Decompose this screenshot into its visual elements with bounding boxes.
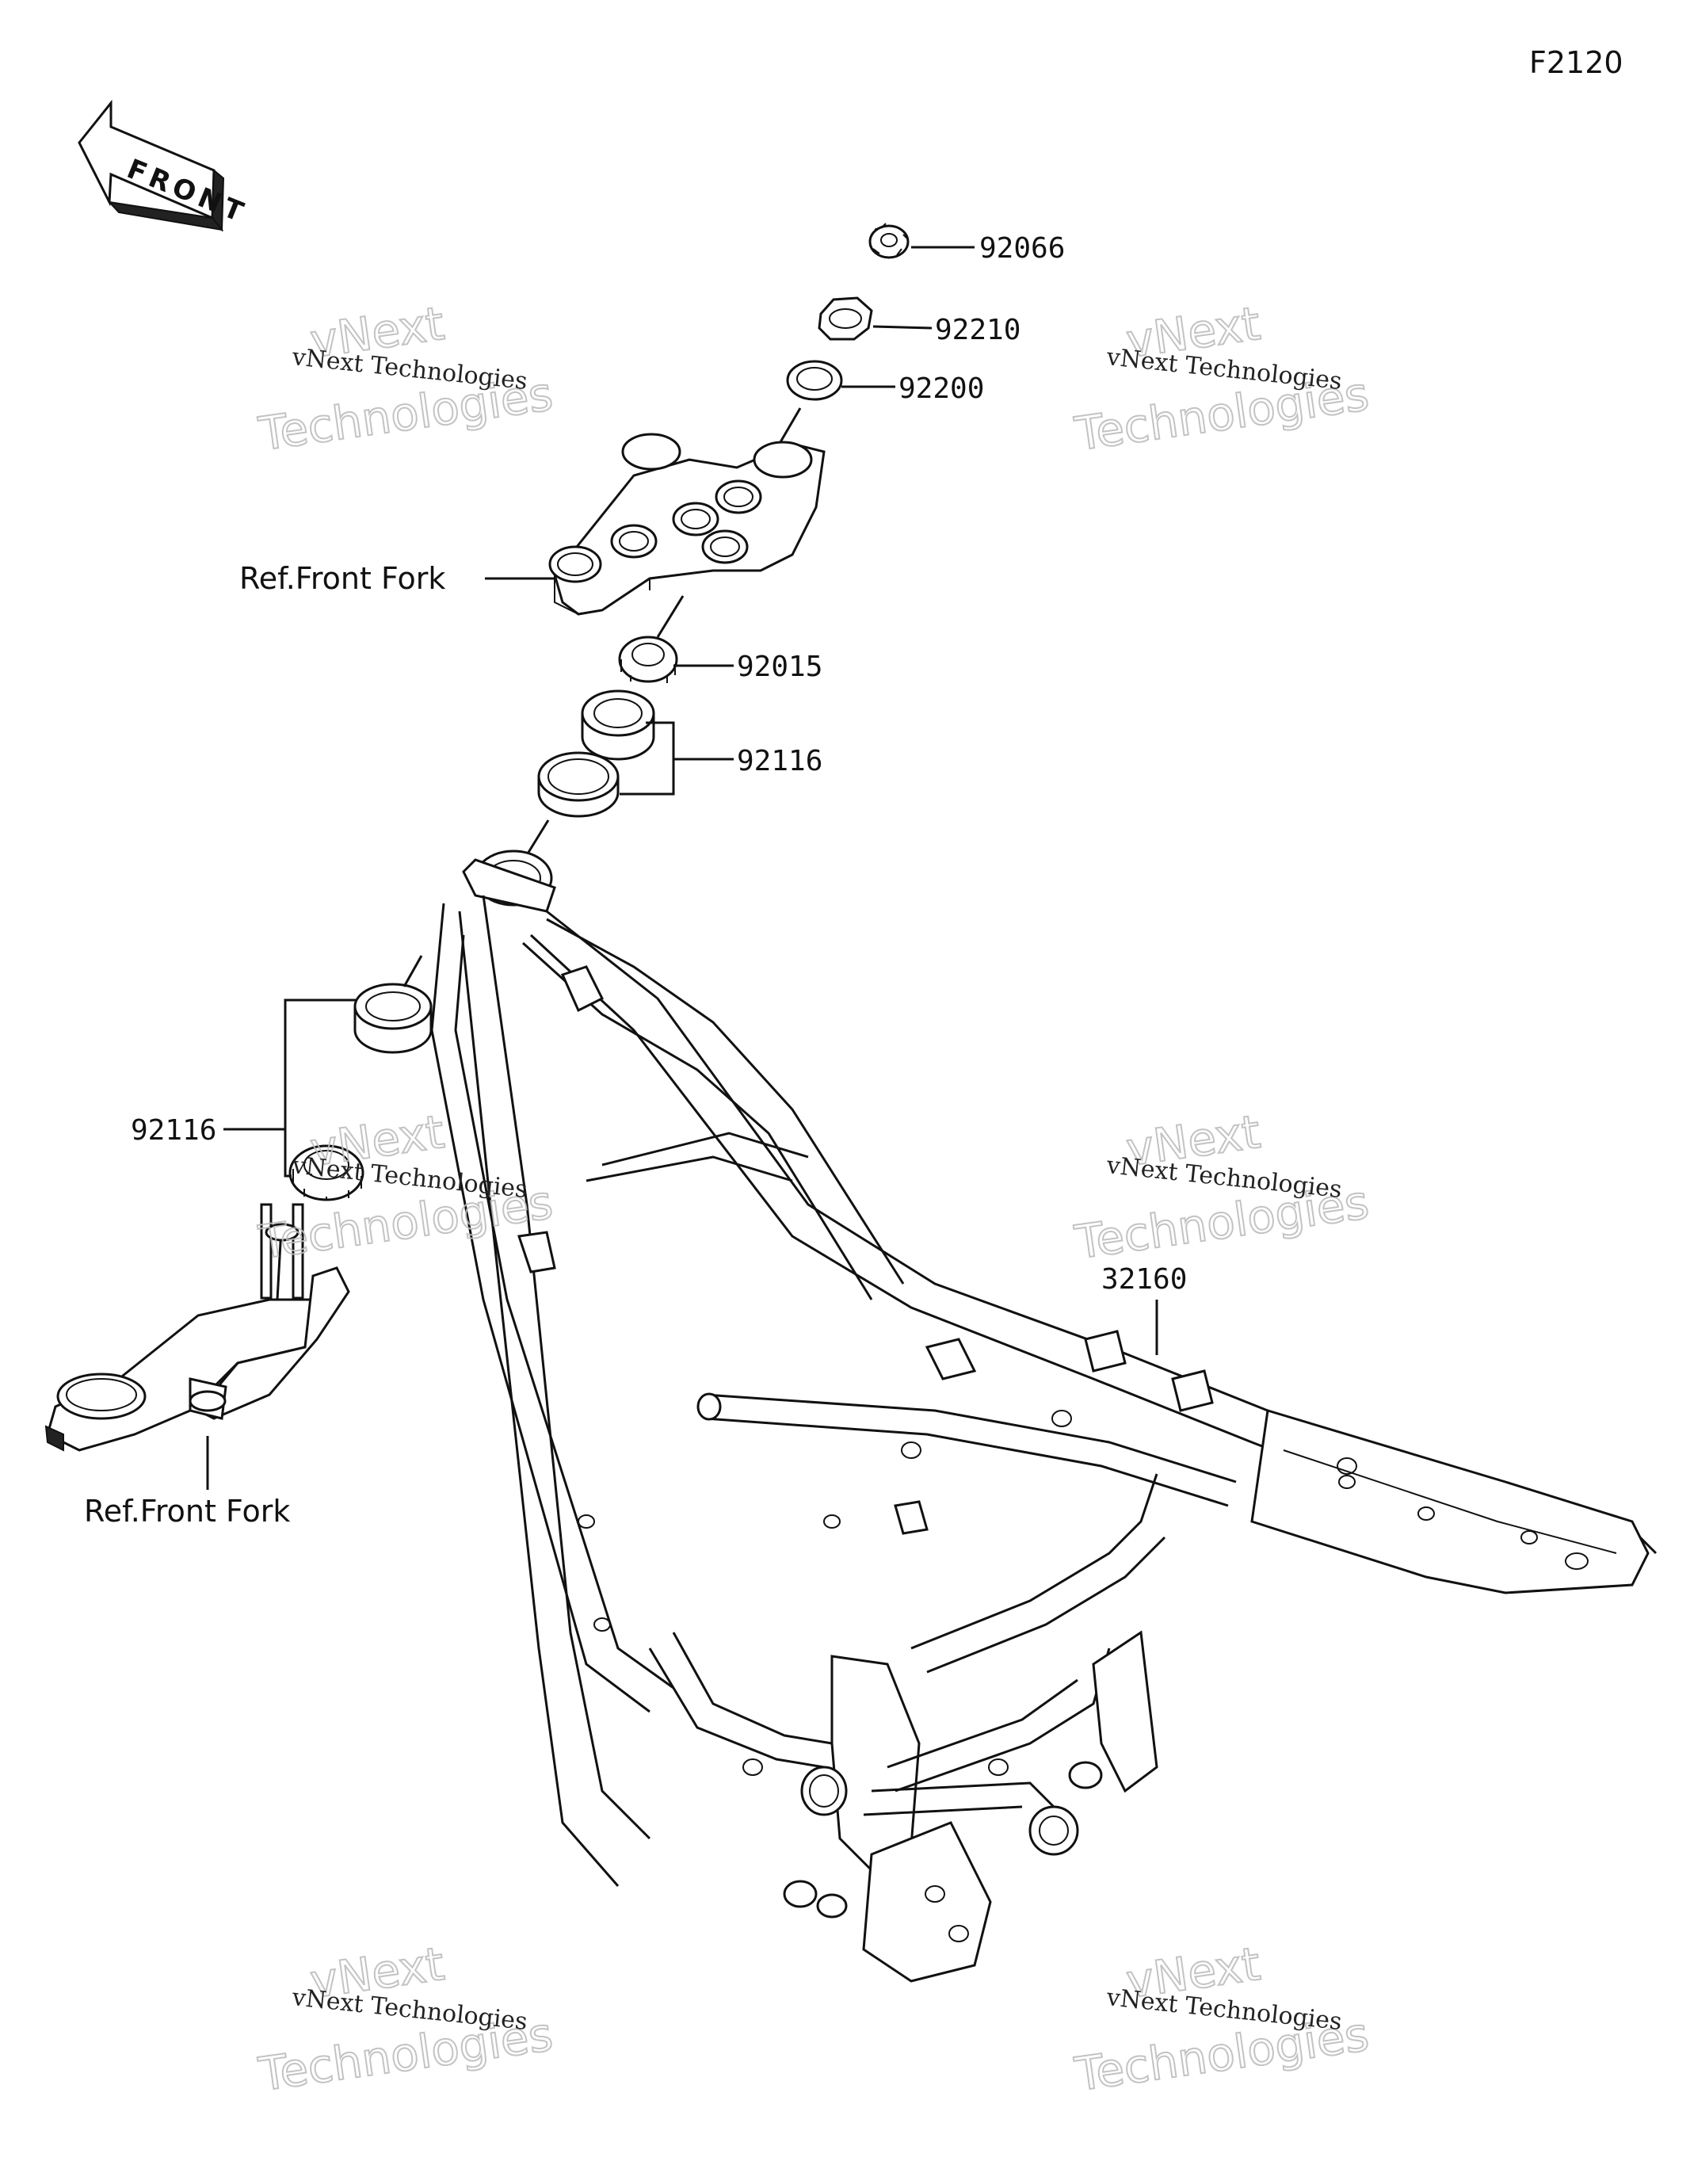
ref-front-fork-lower: Ref.Front Fork bbox=[84, 1494, 290, 1529]
part-92116-upper-race bbox=[537, 751, 620, 818]
part-number-92200: 92200 bbox=[898, 372, 984, 405]
front-direction-arrow-icon: FRONT bbox=[78, 99, 252, 232]
part-number-92015: 92015 bbox=[737, 651, 822, 683]
part-92200-washer bbox=[786, 360, 843, 401]
part-92116-lower-race bbox=[353, 983, 433, 1054]
part-92015-nut bbox=[618, 636, 678, 683]
part-number-92210: 92210 bbox=[935, 314, 1020, 346]
part-92116-upper-bearing bbox=[581, 689, 655, 761]
frame-32160 bbox=[430, 850, 1658, 1983]
part-number-92066: 92066 bbox=[979, 232, 1065, 265]
part-number-92116-lower: 92116 bbox=[131, 1114, 216, 1147]
part-number-32160: 32160 bbox=[1101, 1263, 1187, 1296]
diagram-code: F2120 bbox=[1529, 45, 1623, 80]
part-92210-hexnut bbox=[818, 296, 873, 341]
ref-front-fork-upper: Ref.Front Fork bbox=[239, 561, 445, 596]
part-92066-nut bbox=[868, 223, 910, 259]
upper-triple-clamp bbox=[548, 433, 826, 616]
part-92116-lower-bearing bbox=[288, 1144, 364, 1201]
part-number-92116-upper: 92116 bbox=[737, 745, 822, 777]
lower-triple-clamp-stem bbox=[44, 1203, 350, 1452]
